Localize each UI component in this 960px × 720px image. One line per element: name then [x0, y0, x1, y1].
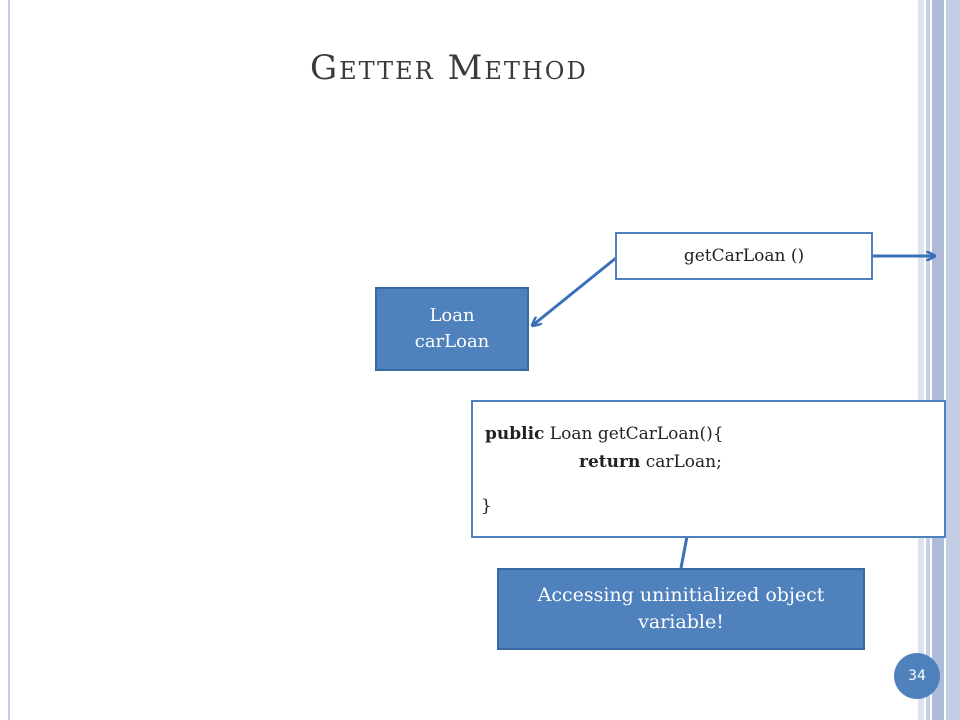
note-text: Accessing uninitialized object variable!	[537, 584, 825, 633]
code-keyword-return: return	[579, 452, 641, 472]
method-call-label: getCarLoan ()	[683, 246, 805, 266]
code-line-3: }	[481, 496, 492, 516]
page-number: 34	[908, 668, 926, 684]
right-decorative-stripes	[918, 0, 960, 720]
code-return-value: carLoan;	[640, 452, 722, 472]
left-border-line	[8, 0, 10, 720]
method-call-box: getCarLoan ()	[615, 232, 873, 280]
code-line-1: public Loan getCarLoan(){	[485, 424, 724, 444]
page-number-badge: 34	[894, 653, 940, 699]
note-box: Accessing uninitialized object variable!	[497, 568, 865, 650]
variable-type-label: Loan	[429, 305, 475, 326]
code-signature: Loan getCarLoan(){	[544, 424, 724, 444]
variable-box: Loan carLoan	[375, 287, 529, 371]
arrow-method-to-variable	[533, 256, 617, 325]
variable-name-label: carLoan	[414, 331, 490, 352]
code-line-2: return carLoan;	[579, 452, 722, 472]
code-box: public Loan getCarLoan(){ return carLoan…	[471, 400, 946, 538]
slide-title: Getter Method	[310, 48, 588, 88]
code-keyword-public: public	[485, 424, 545, 444]
